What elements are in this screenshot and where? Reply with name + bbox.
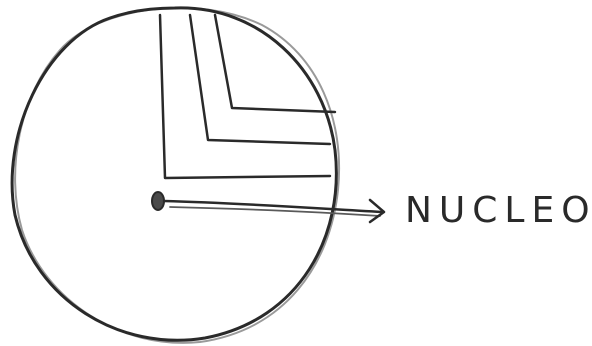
- pointer-line-lower: [170, 207, 380, 216]
- nucleus-dot: [152, 192, 164, 210]
- outer-layer-line: [160, 15, 330, 178]
- inner-layer-line: [215, 15, 335, 112]
- nucleus-label: NUCLEO: [405, 190, 592, 231]
- cell-outline: [12, 8, 336, 340]
